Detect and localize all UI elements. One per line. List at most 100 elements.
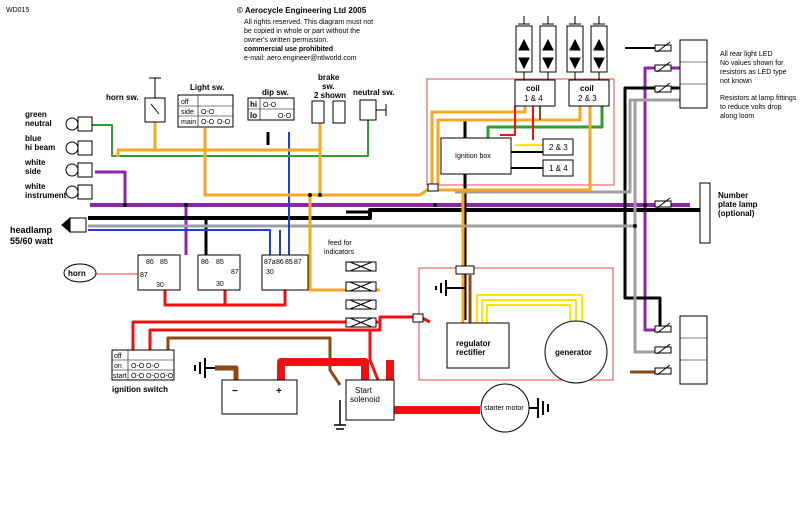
charging-group-outline (418, 267, 614, 381)
cable-battery-pos (277, 358, 369, 385)
label-blue-hi-beam: hi beam (25, 143, 55, 152)
ign-sw-cell: O-O (160, 373, 174, 380)
number-plate-lamp (699, 182, 711, 244)
relay-pin: 85 (160, 259, 168, 266)
relay-3: 87a 86 85 87 30 (261, 254, 309, 291)
label-regulator: regulator (456, 339, 491, 348)
relay-pin: 87 (140, 272, 148, 279)
wire-yellow-2 (481, 299, 577, 335)
led-note: along loom (720, 113, 754, 120)
wire-black-main (88, 208, 700, 220)
start-solenoid (345, 379, 395, 421)
notice-line: be copied in whole or part without the (244, 28, 360, 35)
wire-green-coil (486, 100, 604, 138)
label-white-side: white (24, 158, 46, 167)
ground-icon (334, 400, 346, 430)
wire-red-relay (163, 290, 227, 307)
led-note: All rear light LED (720, 51, 773, 58)
notice-line: owner's written permission. (244, 37, 328, 44)
relay-pin: 87a (264, 259, 276, 266)
headlamp-icon (61, 216, 87, 234)
relay-pin: 87 (231, 269, 239, 276)
relay-pin: 86 (201, 259, 209, 266)
spark-plug-icon (590, 16, 608, 80)
spark-plug-icon (515, 16, 533, 80)
label-white-instrument: white (24, 182, 46, 191)
coil-1-4 (514, 79, 556, 107)
label-feed-indicators: indicators (324, 249, 354, 256)
label-headlamp: 55/60 watt (10, 236, 53, 246)
led-note: Resistors at lamp fittings (720, 95, 797, 102)
spark-plug-icon (539, 16, 557, 80)
relay-pin: 85 (216, 259, 224, 266)
label-coil-14: 1 & 4 (524, 94, 543, 103)
light-sw-cell: O-O (201, 109, 215, 116)
label-coil-23: coil (580, 84, 594, 93)
ign-sw-cell: O-O (131, 363, 145, 370)
output-2-3 (542, 138, 574, 156)
label-neutral-sw: neutral sw. (353, 88, 395, 97)
relay-pin: 30 (216, 281, 224, 288)
bulb-side (65, 162, 93, 178)
light-switch-table: off side main O-O O-O O-O (177, 94, 234, 128)
light-sw-cell: O-O (217, 119, 231, 126)
brake-switch-1 (311, 100, 325, 124)
label-feed-indicators: feed for (328, 240, 352, 247)
battery: − + (221, 379, 298, 415)
ignition-switch-table: off on start O-O O-O O-O O-O O-O (111, 349, 175, 381)
indicator-fuses (345, 261, 377, 328)
led-note: No values shown for (720, 60, 784, 67)
led-note: not known (720, 78, 752, 85)
ignition-group-outline (426, 78, 615, 186)
label-number-plate: (optional) (718, 209, 755, 218)
label-out-23: 2 & 3 (549, 143, 568, 152)
light-sw-row: off (181, 99, 189, 106)
label-number-plate: plate lamp (718, 200, 758, 209)
regulator-rectifier (446, 322, 510, 369)
label-blue-hi-beam: blue (25, 134, 42, 143)
label-ignition-box: Ignition box (455, 153, 491, 160)
label-generator: generator (555, 348, 592, 357)
dip-switch-table: hi lo O-O O-O (247, 97, 295, 121)
ground-icon (194, 358, 215, 378)
label-out-14: 1 & 4 (549, 164, 568, 173)
label-headlamp: headlamp (10, 225, 53, 235)
relay-pin: 86 (276, 259, 284, 266)
dip-sw-cell: O-O (263, 102, 277, 109)
label-coil-14: coil (526, 84, 540, 93)
ign-sw-cell: O-O (146, 363, 160, 370)
ground-icon (435, 280, 465, 296)
generator (544, 320, 608, 384)
wire-orange-coil2 (436, 106, 582, 185)
label-brake-sw: 2 shown (314, 91, 346, 100)
relay-1: 86 85 87 30 (137, 254, 181, 291)
relay-pin: 30 (156, 282, 164, 289)
label-green-neutral: green (25, 110, 47, 119)
label-ignition-switch: ignition switch (112, 385, 168, 394)
label-green-neutral: neutral (25, 119, 52, 128)
wire-orange-right (437, 106, 592, 192)
wire-grey-box (455, 98, 680, 194)
battery-pos: + (276, 386, 282, 397)
ign-sw-row: start (113, 373, 127, 380)
label-starter-motor: starter motor (484, 405, 524, 412)
rear-light-top (679, 39, 708, 109)
wire-orange-horn (116, 120, 157, 157)
spark-plugs (515, 16, 608, 80)
spark-plug-icon (566, 16, 584, 80)
ign-sw-row: on (114, 363, 122, 370)
dip-sw-cell: O-O (278, 113, 292, 120)
rear-light-bottom (679, 315, 708, 385)
bulb-instrument (65, 184, 93, 200)
ignition-box (440, 137, 512, 175)
brake-switch-2 (332, 100, 346, 124)
ign-sw-cell: O-O (146, 373, 160, 380)
ign-sw-cell: O-O (131, 373, 145, 380)
relay-pin: 86 (146, 259, 154, 266)
label-dip-sw: dip sw. (262, 88, 289, 97)
label-horn: horn (68, 269, 86, 278)
label-horn-sw: horn sw. (106, 93, 139, 102)
wire-red-coil2 (500, 106, 516, 136)
led-note: resistors as LED type (720, 69, 787, 76)
